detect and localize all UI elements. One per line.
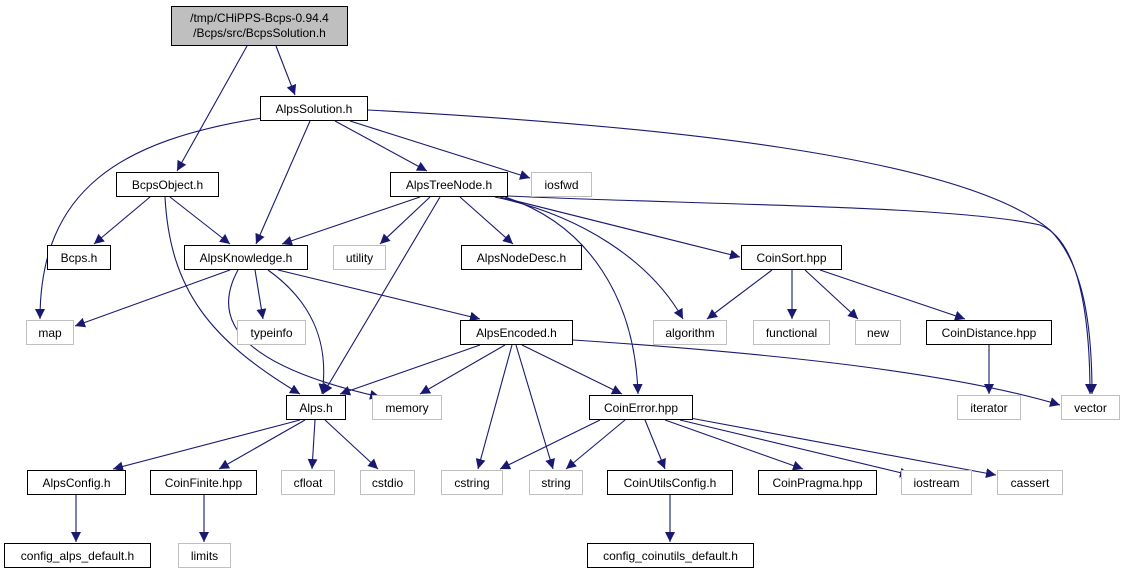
edge-coin-error-to-cassert [689, 417, 997, 479]
node-config-alps-default[interactable]: config_alps_default.h [4, 543, 151, 568]
edge-alps-h-to-coin-finite [218, 419, 306, 470]
edge-coin-error-to-coin-utils-config [644, 419, 666, 470]
edge-alps-knowledge-to-map [74, 269, 231, 328]
node-iosfwd: iosfwd [531, 172, 592, 197]
edge-alps-tree-node-to-vector [507, 195, 1095, 395]
node-alps-knowledge[interactable]: AlpsKnowledge.h [184, 245, 308, 270]
node-iostream: iostream [901, 470, 972, 495]
edge-bcps-solution-to-alps-solution [275, 45, 297, 96]
node-coin-pragma[interactable]: CoinPragma.hpp [758, 470, 877, 495]
node-bcps-object[interactable]: BcpsObject.h [116, 172, 219, 197]
edge-coin-error-to-iostream [679, 419, 911, 478]
node-string: string [529, 470, 583, 495]
node-coin-distance[interactable]: CoinDistance.hpp [926, 320, 1052, 345]
edge-alps-h-to-alps-config [112, 419, 301, 472]
edge-alps-h-to-cfloat [307, 419, 318, 470]
edge-alps-tree-node-to-alps-node-desc [459, 196, 514, 245]
edge-coin-sort-to-coin-distance [819, 269, 966, 321]
node-new: new [855, 320, 901, 345]
edge-alps-tree-node-to-utility [379, 196, 431, 245]
node-alps-solution[interactable]: AlpsSolution.h [260, 96, 368, 121]
node-utility: utility [333, 245, 386, 270]
edge-alps-tree-node-to-alps-knowledge [281, 196, 421, 246]
node-limits: limits [178, 543, 231, 568]
edge-alps-solution-to-vector [367, 109, 1097, 395]
node-coin-sort[interactable]: CoinSort.hpp [741, 245, 842, 270]
edge-coin-error-to-cstring [499, 419, 601, 470]
edge-alps-solution-to-alps-knowledge [255, 120, 311, 245]
node-algorithm: algorithm [653, 320, 727, 345]
edge-alps-encoded-to-coin-error [521, 344, 623, 395]
node-memory: memory [372, 395, 442, 420]
edge-alps-knowledge-to-alps-h [267, 269, 329, 395]
node-coin-error[interactable]: CoinError.hpp [589, 395, 693, 420]
node-typeinfo: typeinfo [237, 320, 306, 345]
node-cstring: cstring [441, 470, 503, 495]
edge-alps-h-to-cstdio [324, 419, 379, 470]
root-path-line-2: /Bcps/src/BcpsSolution.h [193, 26, 326, 40]
node-cfloat: cfloat [281, 470, 335, 495]
edge-bcps-object-to-alps-knowledge [169, 196, 231, 245]
edge-alps-encoded-to-alps-h [339, 344, 481, 396]
node-alps-h[interactable]: Alps.h [286, 395, 346, 420]
edge-alps-encoded-to-vector [572, 339, 1061, 407]
root-path-line-1: /tmp/CHiPPS-Bcps-0.94.4 [190, 11, 329, 25]
node-coin-finite[interactable]: CoinFinite.hpp [150, 470, 257, 495]
edge-alps-tree-node-to-coin-sort [499, 196, 741, 260]
node-iterator: iterator [957, 395, 1021, 420]
edge-coin-error-to-string [565, 419, 626, 470]
node-bcps-solution: /tmp/CHiPPS-Bcps-0.94.4 /Bcps/src/BcpsSo… [171, 6, 348, 46]
edge-alps-solution-to-map [35, 117, 263, 320]
node-cstdio: cstdio [360, 470, 415, 495]
node-alps-encoded[interactable]: AlpsEncoded.h [460, 320, 573, 345]
node-cassert: cassert [997, 470, 1063, 495]
edge-alps-solution-to-alps-tree-node [334, 120, 428, 172]
edge-bcps-object-to-alps-h [164, 196, 301, 395]
edge-coin-sort-to-new [804, 269, 859, 320]
edge-alps-knowledge-to-alps-encoded [277, 269, 481, 322]
edge-alps-tree-node-to-coin-error [504, 196, 643, 395]
node-map: map [26, 320, 74, 345]
edge-alps-encoded-to-string [515, 344, 555, 470]
node-alps-config[interactable]: AlpsConfig.h [27, 470, 126, 495]
node-coin-utils-config[interactable]: CoinUtilsConfig.h [607, 470, 733, 495]
edge-alps-knowledge-to-memory [228, 269, 381, 400]
edge-alps-encoded-to-memory [419, 344, 506, 395]
node-config-coinutils-default[interactable]: config_coinutils_default.h [587, 543, 754, 568]
edge-bcps-object-to-bcps-h [93, 196, 151, 245]
node-bcps-h[interactable]: Bcps.h [47, 245, 111, 270]
edge-coin-error-to-coin-pragma [664, 419, 804, 471]
edge-alps-knowledge-to-typeinfo [254, 269, 267, 320]
edge-alps-encoded-to-cstring [475, 344, 513, 470]
edge-coin-sort-to-algorithm [706, 269, 773, 320]
edge-bcps-solution-to-bcps-object [176, 45, 248, 172]
node-functional: functional [753, 320, 830, 345]
edge-alps-solution-to-iosfwd [349, 120, 531, 180]
node-alps-node-desc[interactable]: AlpsNodeDesc.h [461, 245, 582, 270]
node-vector: vector [1061, 395, 1120, 420]
node-alps-tree-node[interactable]: AlpsTreeNode.h [390, 172, 508, 197]
